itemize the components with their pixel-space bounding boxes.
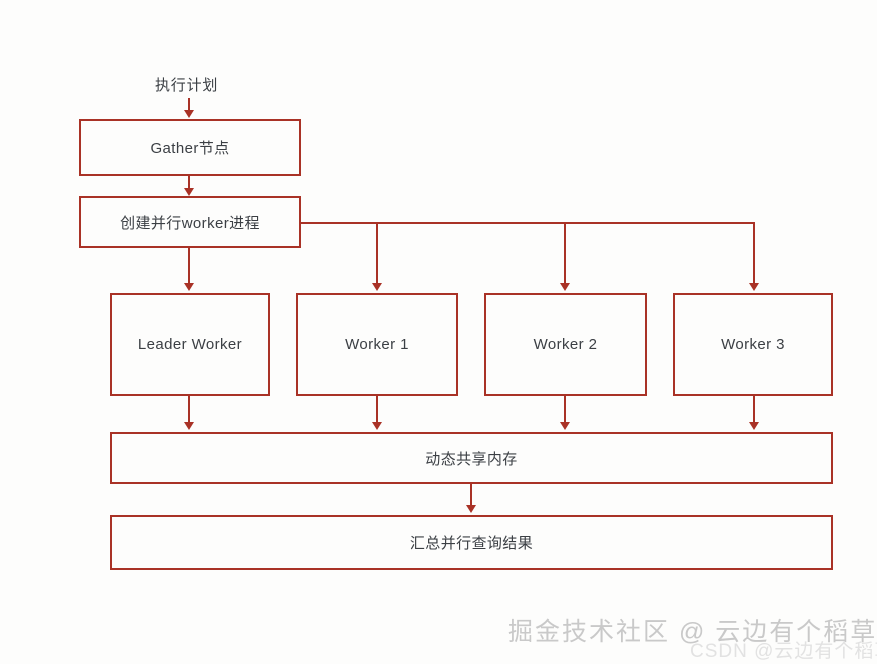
node-aggregate-results[interactable]: 汇总并行查询结果 bbox=[110, 515, 833, 570]
connector-leader-worker-to-shared-memory bbox=[188, 396, 190, 424]
node-worker-2-label: Worker 2 bbox=[533, 336, 598, 353]
arrowhead-worker3-to-shared-memory bbox=[749, 422, 759, 430]
node-worker-1-label: Worker 1 bbox=[345, 336, 409, 353]
execution-plan-caption: 执行计划 bbox=[155, 77, 219, 94]
arrowhead-caption-to-gather bbox=[184, 110, 194, 118]
arrowhead-leader-worker-to-shared-memory bbox=[184, 422, 194, 430]
arrowhead-worker2-to-shared-memory bbox=[560, 422, 570, 430]
connector-shared-memory-to-aggregate bbox=[470, 484, 472, 507]
node-leader-worker-label: Leader Worker bbox=[137, 336, 243, 353]
connector-worker2-to-shared-memory bbox=[564, 396, 566, 424]
node-create-parallel-workers-label: 创建并行worker进程 bbox=[120, 214, 260, 232]
connector-worker3-to-shared-memory bbox=[753, 396, 755, 424]
connector-caption-to-gather bbox=[188, 98, 190, 112]
arrowhead-worker1-to-shared-memory bbox=[372, 422, 382, 430]
node-dynamic-shared-memory[interactable]: 动态共享内存 bbox=[110, 432, 833, 484]
node-leader-worker[interactable]: Leader Worker bbox=[110, 293, 270, 396]
connector-worker1-to-shared-memory bbox=[376, 396, 378, 424]
node-dynamic-shared-memory-label: 动态共享内存 bbox=[425, 450, 518, 468]
arrowhead-spawn-to-leader-worker bbox=[184, 283, 194, 291]
node-worker-3[interactable]: Worker 3 bbox=[673, 293, 833, 396]
connector-fanout-bus bbox=[300, 222, 755, 224]
node-create-parallel-workers[interactable]: 创建并行worker进程 bbox=[79, 196, 301, 248]
arrowhead-shared-memory-to-aggregate bbox=[466, 505, 476, 513]
node-aggregate-results-label: 汇总并行查询结果 bbox=[409, 535, 534, 552]
watermark-secondary: CSDN @云边有个稻草人 bbox=[690, 641, 877, 662]
node-worker-2[interactable]: Worker 2 bbox=[484, 293, 647, 396]
connector-bus-to-worker1 bbox=[376, 222, 378, 285]
arrowhead-bus-to-worker1 bbox=[372, 283, 382, 291]
node-gather-label: Gather节点 bbox=[150, 140, 230, 157]
node-gather[interactable]: Gather节点 bbox=[79, 119, 301, 176]
connector-bus-to-worker2 bbox=[564, 222, 566, 285]
arrowhead-bus-to-worker3 bbox=[749, 283, 759, 291]
watermark-primary: 掘金技术社区 @ 云边有个稻草人 bbox=[508, 618, 877, 646]
node-worker-3-label: Worker 3 bbox=[721, 336, 785, 353]
node-worker-1[interactable]: Worker 1 bbox=[296, 293, 458, 396]
connector-spawn-to-leader-worker bbox=[188, 248, 190, 285]
connector-gather-to-spawn bbox=[188, 176, 190, 190]
arrowhead-bus-to-worker2 bbox=[560, 283, 570, 291]
connector-bus-to-worker3 bbox=[753, 222, 755, 285]
arrowhead-gather-to-spawn bbox=[184, 188, 194, 196]
